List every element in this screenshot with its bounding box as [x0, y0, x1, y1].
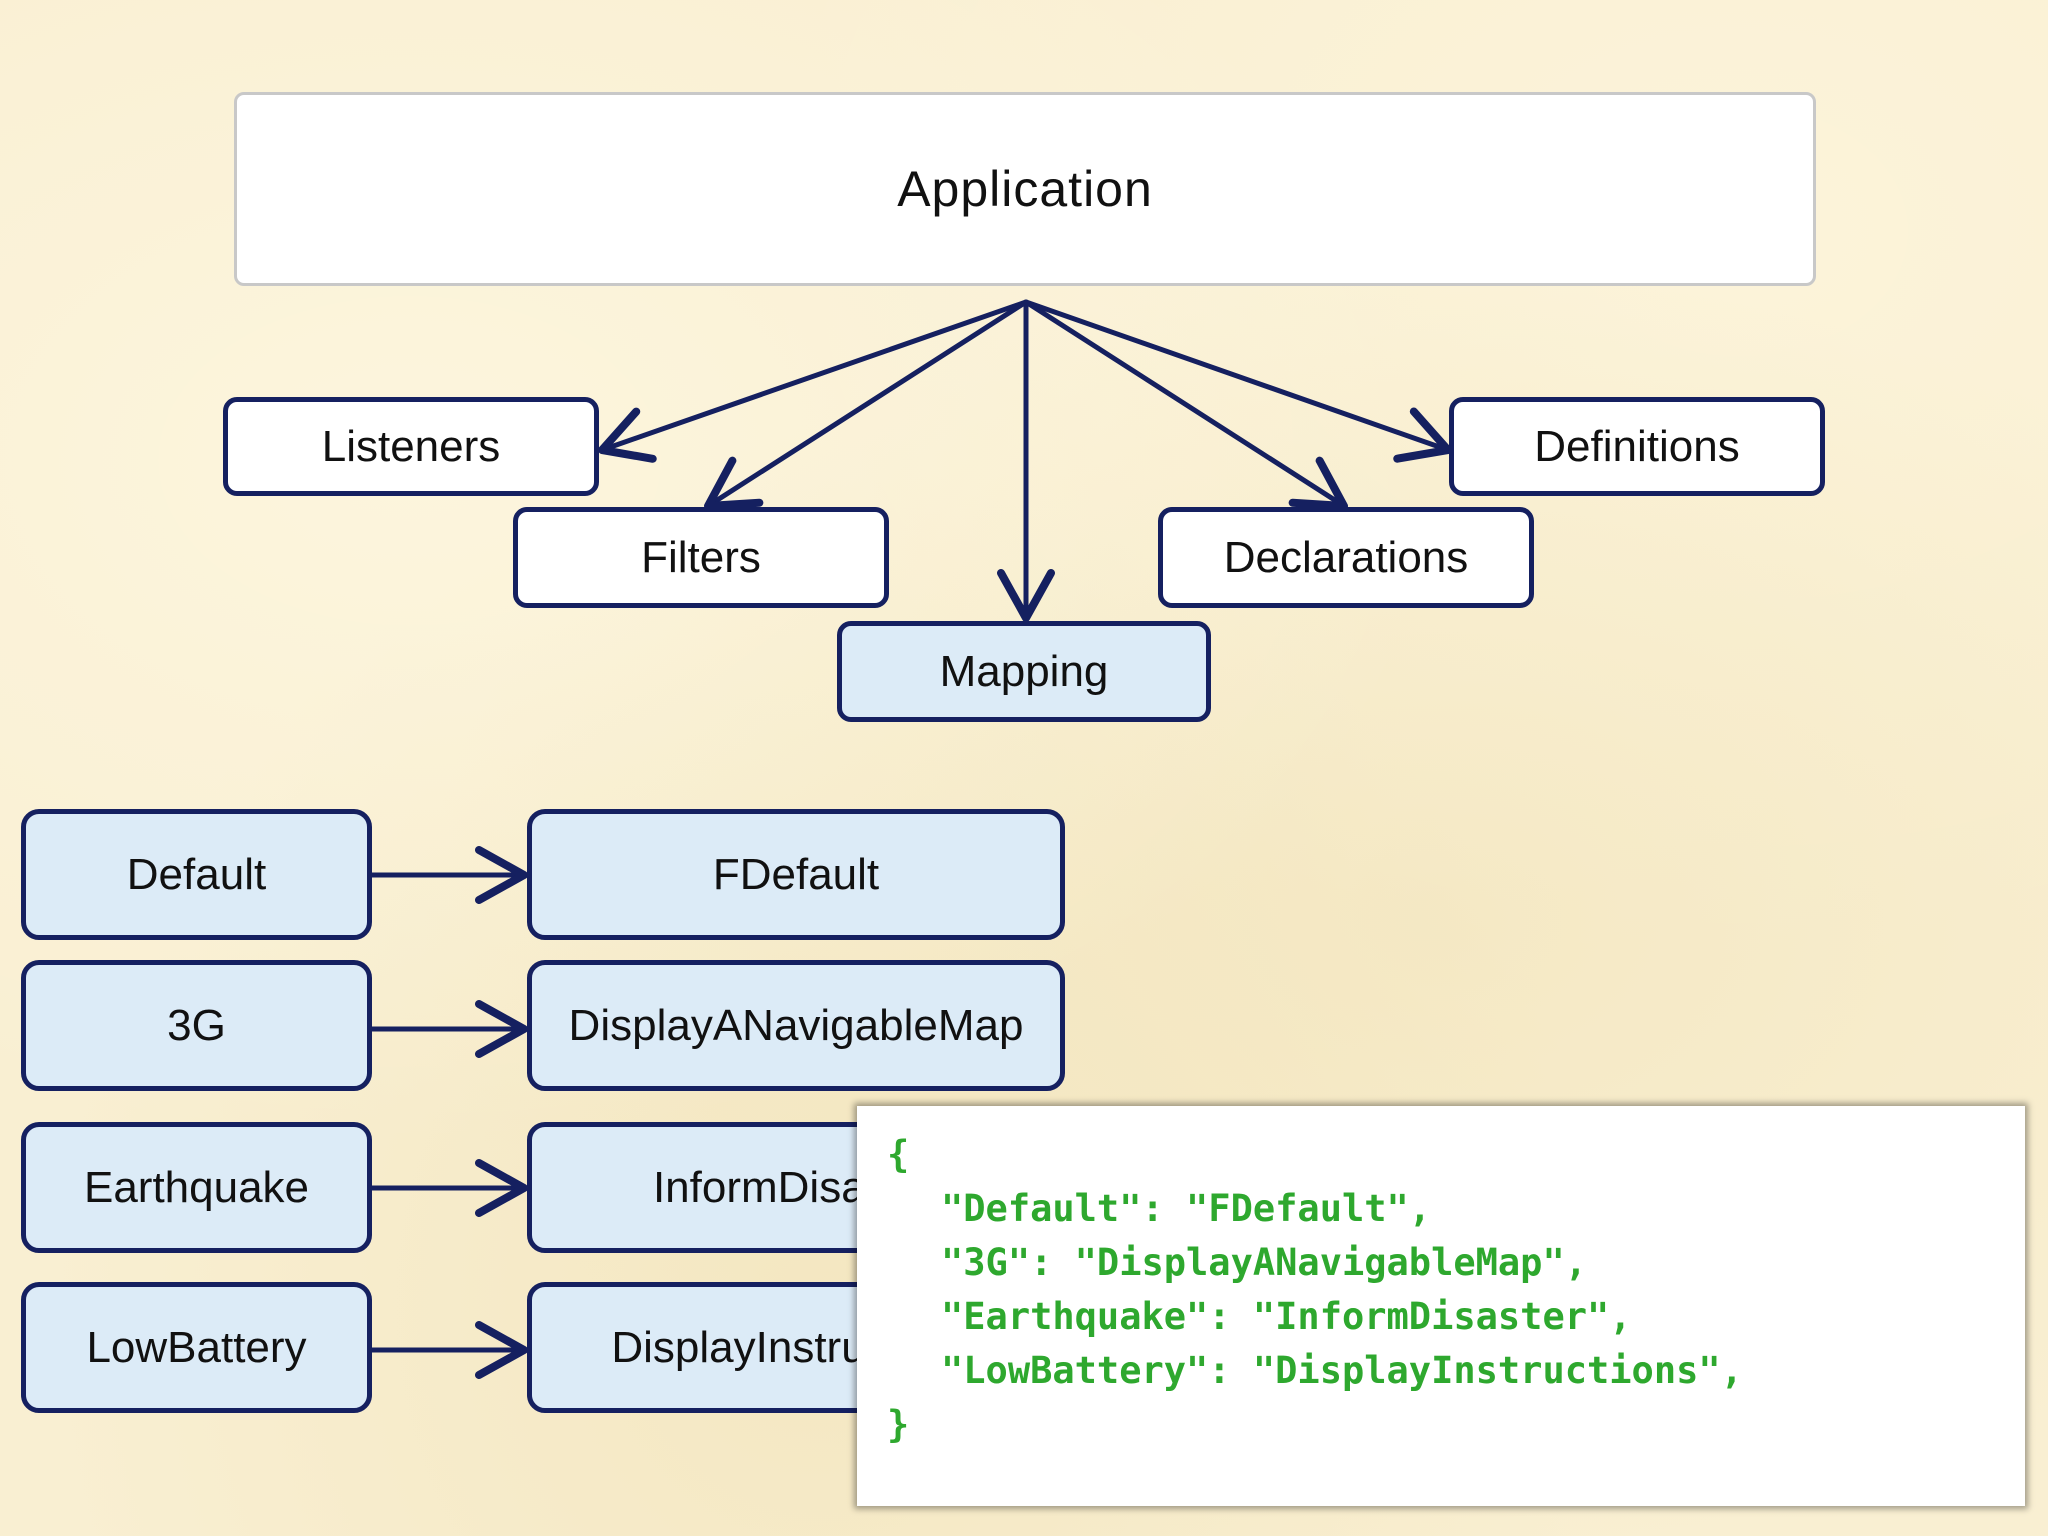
application-label: Application [897, 161, 1153, 217]
mapping-key-label: LowBattery [86, 1322, 307, 1372]
json-code-panel: { "Default": "FDefault", "3G": "DisplayA… [857, 1106, 2025, 1506]
mapping-key-label: Earthquake [83, 1162, 310, 1212]
mapping-key-default: Default [21, 809, 372, 940]
mapping-label: Mapping [939, 646, 1109, 696]
mapping-value-3g: DisplayANavigableMap [527, 960, 1065, 1091]
arrow-to-declarations [1023, 299, 1348, 510]
code-line: "Earthquake": "InformDisaster", [941, 1295, 1632, 1338]
code-line: "LowBattery": "DisplayInstructions", [941, 1349, 1743, 1392]
definitions-box: Definitions [1449, 397, 1825, 496]
declarations-label: Declarations [1223, 532, 1469, 582]
mapping-value-label: FDefault [712, 849, 880, 899]
code-open-brace: { [887, 1133, 910, 1176]
mapping-key-3g: 3G [21, 960, 372, 1091]
mapping-key-earthquake: Earthquake [21, 1122, 372, 1253]
definitions-label: Definitions [1534, 421, 1740, 471]
code-line: "Default": "FDefault", [941, 1187, 1432, 1230]
listeners-box: Listeners [223, 397, 599, 496]
mapping-box: Mapping [837, 621, 1211, 722]
mapping-key-label: Default [126, 849, 267, 899]
arrow-to-filters [704, 299, 1029, 510]
arrow-to-definitions [1023, 299, 1452, 463]
mapping-key-lowbattery: LowBattery [21, 1282, 372, 1413]
code-close-brace: } [887, 1403, 910, 1446]
mapping-value-label: DisplayANavigableMap [568, 1000, 1024, 1050]
code-line: "3G": "DisplayANavigableMap", [941, 1241, 1588, 1284]
filters-box: Filters [513, 507, 889, 608]
filters-label: Filters [641, 532, 761, 582]
mapping-key-label: 3G [167, 1000, 226, 1050]
mapping-value-default: FDefault [527, 809, 1065, 940]
listeners-label: Listeners [321, 421, 501, 471]
declarations-box: Declarations [1158, 507, 1534, 608]
application-box: Application [234, 92, 1816, 286]
arrow-to-listeners [598, 299, 1029, 463]
